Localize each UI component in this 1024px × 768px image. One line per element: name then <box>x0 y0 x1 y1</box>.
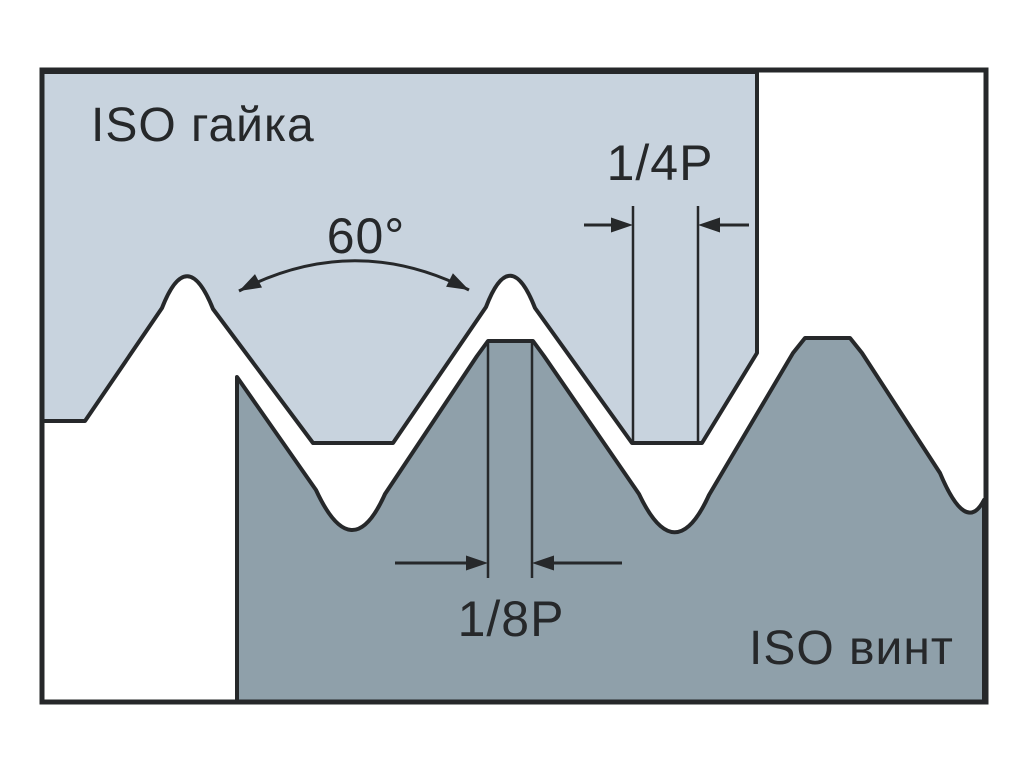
angle-annotation: 60° <box>238 208 470 293</box>
quarter-pitch-arrowhead-right-icon <box>698 217 720 233</box>
nut-region <box>40 70 759 445</box>
angle-arrowhead-right-icon <box>446 273 469 290</box>
angle-arc <box>238 259 470 293</box>
eighth-pitch-label: 1/8P <box>458 591 565 647</box>
diagram-border <box>39 67 989 705</box>
quarter-pitch-dimension: 1/4P <box>584 135 749 441</box>
eighth-pitch-arrowhead-left-icon <box>466 555 488 571</box>
angle-arrowhead-left-icon <box>239 274 262 291</box>
eighth-pitch-arrowhead-right-icon <box>532 555 554 571</box>
eighth-pitch-dimension: 1/8P <box>395 341 622 647</box>
quarter-pitch-label: 1/4P <box>607 135 714 191</box>
nut-label: ISO гайка <box>91 99 315 152</box>
screw-label: ISO винт <box>749 622 954 675</box>
quarter-pitch-arrowhead-left-icon <box>611 217 633 233</box>
screw-region <box>235 336 986 704</box>
angle-label: 60° <box>327 208 406 264</box>
